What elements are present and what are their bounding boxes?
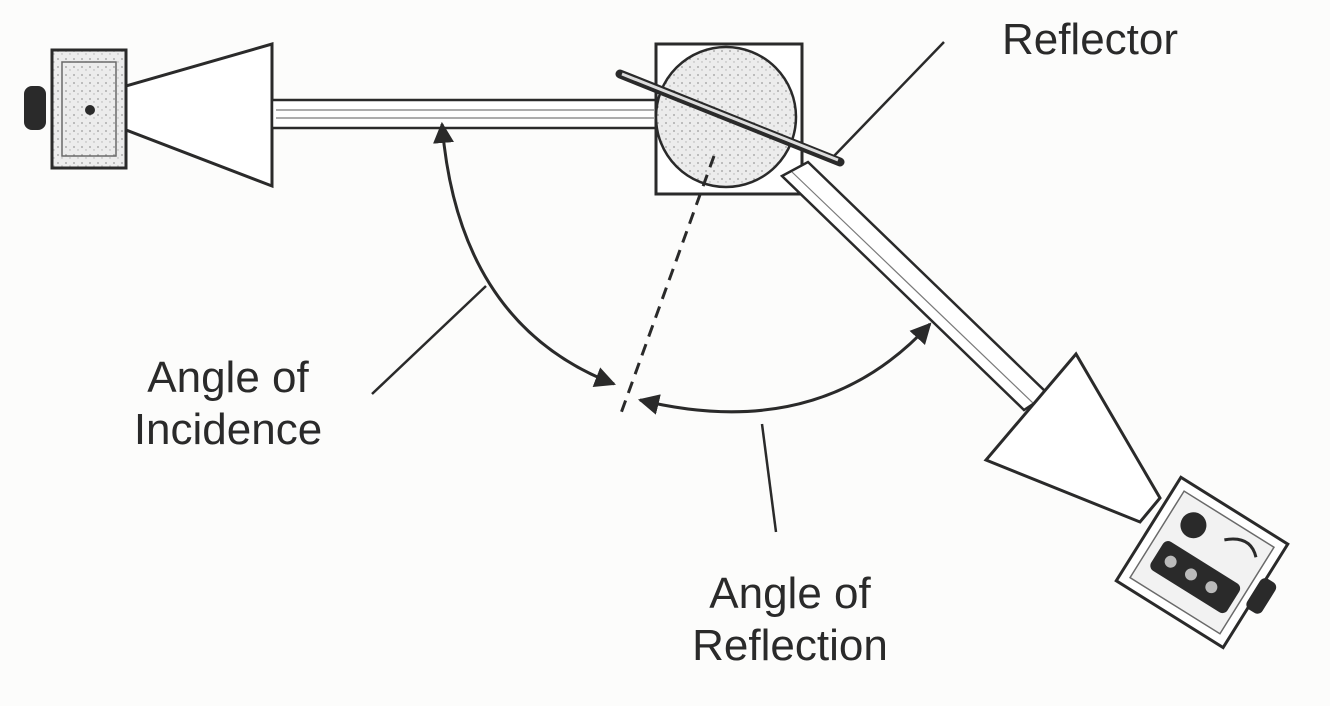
reflected-arm (779, 160, 1050, 412)
receiver-meter (1180, 512, 1207, 539)
reflection-label-line2: Reflection (692, 621, 888, 670)
reflection-label-line1: Angle of (709, 569, 871, 618)
receiver (983, 351, 1290, 650)
reflection-arc (637, 322, 932, 415)
receiver-horn (983, 351, 1162, 524)
transmitter-horn (124, 42, 274, 189)
reflection-leader (760, 423, 778, 533)
incident-arm (270, 98, 660, 130)
transmitter (24, 42, 274, 189)
reflector-label: Reflector (960, 14, 1220, 66)
receiver-knob (1246, 578, 1277, 614)
incidence-label-line1: Angle of (147, 353, 309, 402)
incidence-arc (433, 121, 616, 388)
reflector-mount (615, 42, 845, 196)
angle-of-incidence-label: Angle of Incidence (98, 352, 358, 456)
reflector-label-text: Reflector (1001, 15, 1179, 64)
normal-line (618, 155, 716, 417)
angle-of-reflection-label: Angle of Reflection (660, 568, 920, 672)
transmitter-inner (61, 61, 117, 157)
incidence-leader (371, 285, 487, 395)
reflector-leader (833, 41, 945, 157)
incidence-label-line2: Incidence (133, 405, 323, 454)
transmitter-indicator (85, 105, 95, 115)
transmitter-knob (24, 86, 46, 130)
